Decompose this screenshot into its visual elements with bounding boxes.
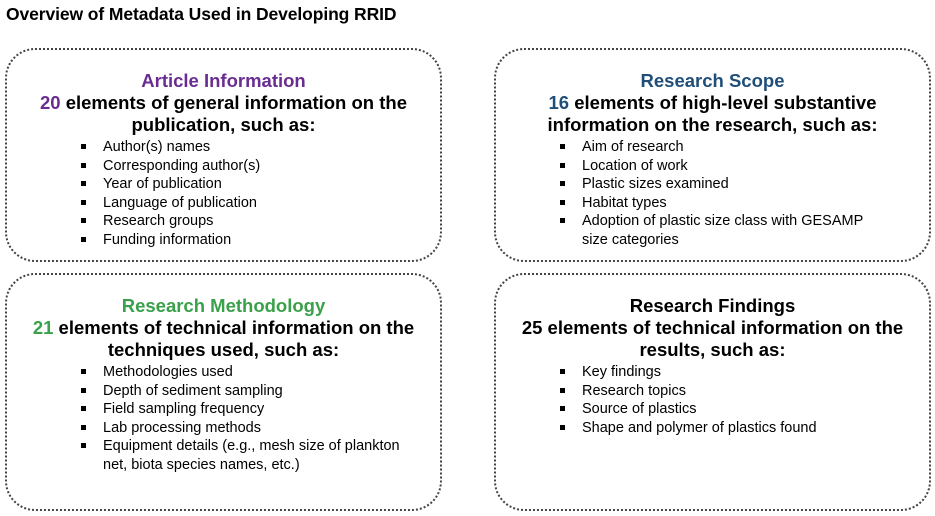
- element-count: 16: [548, 92, 570, 113]
- research-methodology-panel: Research Methodology 21 elements of tech…: [5, 273, 442, 511]
- bullet-icon: [560, 369, 565, 374]
- element-count: 20: [40, 92, 61, 113]
- item-list: Key findings Research topics Source of p…: [558, 363, 889, 437]
- list-item: Adoption of plastic size class with GESA…: [558, 212, 889, 249]
- panel-description: 16 elements of high-level substantive in…: [496, 92, 929, 136]
- list-item: Key findings: [558, 363, 889, 382]
- list-item: Year of publication: [79, 175, 420, 194]
- list-item: Research topics: [558, 382, 889, 401]
- list-item: Location of work: [558, 157, 889, 176]
- list-item: Lab processing methods: [79, 419, 420, 438]
- description-text: elements of technical information on the…: [58, 317, 415, 360]
- bullet-icon: [81, 199, 86, 205]
- item-list: Author(s) names Corresponding author(s) …: [79, 138, 420, 249]
- list-item: Language of publication: [79, 194, 420, 213]
- list-item: Author(s) names: [79, 138, 420, 157]
- bullet-icon: [81, 369, 86, 374]
- list-item: Depth of sediment sampling: [79, 382, 420, 401]
- element-count: 21: [32, 317, 54, 338]
- item-list: Methodologies used Depth of sediment sam…: [79, 363, 420, 474]
- bullet-icon: [81, 144, 86, 149]
- list-item: Funding information: [79, 231, 420, 250]
- research-findings-panel: Research Findings 25 elements of technic…: [494, 273, 931, 511]
- bullet-icon: [560, 218, 565, 223]
- panel-heading: Research Findings: [629, 295, 796, 316]
- list-item: Habitat types: [558, 194, 889, 213]
- list-item: Source of plastics: [558, 400, 889, 419]
- bullet-icon: [81, 236, 86, 242]
- bullet-icon: [560, 387, 565, 393]
- element-count: 25: [521, 317, 543, 338]
- list-item: Plastic sizes examined: [558, 175, 889, 194]
- bullet-icon: [81, 162, 86, 168]
- list-item: Equipment details (e.g., mesh size of pl…: [79, 437, 420, 474]
- description-text: elements of general information on the p…: [65, 92, 407, 135]
- panel-description: 21 elements of technical information on …: [7, 317, 440, 361]
- bullet-icon: [81, 406, 86, 411]
- list-item: Corresponding author(s): [79, 157, 420, 176]
- panel-heading: Research Scope: [640, 70, 785, 91]
- panel-heading: Research Methodology: [121, 295, 326, 316]
- bullet-icon: [81, 424, 86, 430]
- article-information-panel: Article Information 20 elements of gener…: [5, 48, 442, 262]
- bullet-icon: [81, 387, 86, 393]
- list-item: Aim of research: [558, 138, 889, 157]
- bullet-icon: [81, 443, 86, 448]
- research-scope-panel: Research Scope 16 elements of high-level…: [494, 48, 931, 262]
- bullet-icon: [560, 424, 565, 430]
- panel-heading: Article Information: [141, 70, 306, 91]
- bullet-icon: [560, 162, 565, 168]
- description-text: elements of technical information on the…: [547, 317, 904, 360]
- bullet-icon: [560, 181, 565, 186]
- bullet-icon: [560, 144, 565, 149]
- bullet-icon: [560, 199, 565, 205]
- bullet-icon: [560, 406, 565, 411]
- list-item: Research groups: [79, 212, 420, 231]
- item-list: Aim of research Location of work Plastic…: [558, 138, 889, 249]
- list-item: Field sampling frequency: [79, 400, 420, 419]
- panel-description: 20 elements of general information on th…: [7, 92, 440, 136]
- description-text: elements of high-level substantive infor…: [547, 92, 878, 135]
- bullet-icon: [81, 218, 86, 223]
- page-title: Overview of Metadata Used in Developing …: [6, 4, 397, 24]
- list-item: Shape and polymer of plastics found: [558, 419, 889, 438]
- bullet-icon: [81, 181, 86, 186]
- panel-description: 25 elements of technical information on …: [496, 317, 929, 361]
- list-item: Methodologies used: [79, 363, 420, 382]
